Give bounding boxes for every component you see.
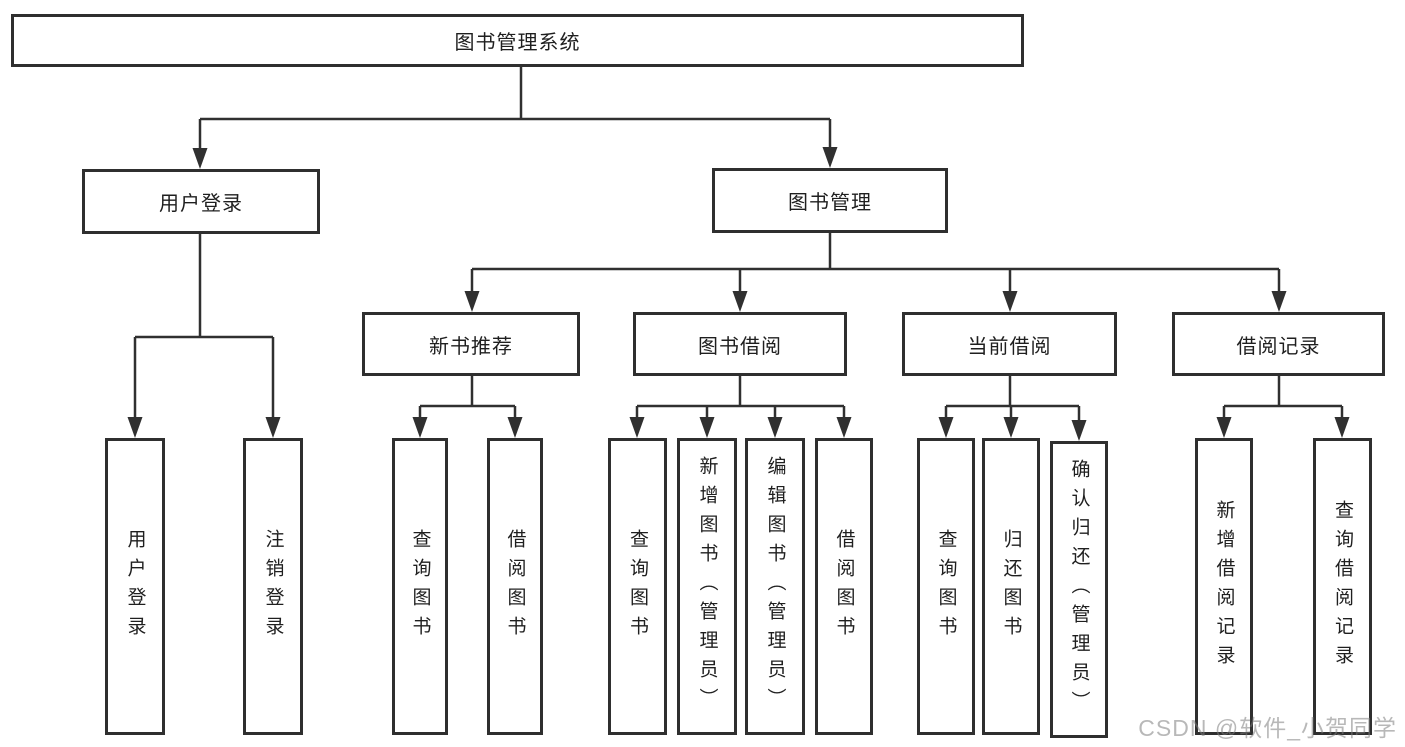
leaf-add-borrow-record: 新增借阅记录: [1195, 438, 1253, 735]
leaf-borrow-books-newrec: 借阅图书: [487, 438, 543, 735]
leaf-logout: 注销登录: [243, 438, 303, 735]
leaf-add-books-admin: 新增图书（管理员）: [677, 438, 737, 735]
leaf-edit-books-admin: 编辑图书（管理员）: [745, 438, 805, 735]
node-label: 确认归还（管理员）: [1068, 459, 1090, 720]
node-label: 借阅记录: [1236, 335, 1321, 358]
node-book-borrowing: 图书借阅: [633, 312, 847, 376]
node-label: 查询图书: [627, 528, 648, 645]
node-current-borrowing: 当前借阅: [902, 312, 1117, 376]
node-label: 编辑图书（管理员）: [764, 456, 786, 717]
node-label: 归还图书: [1000, 528, 1022, 645]
node-label: 新书推荐: [429, 335, 513, 358]
node-new-book-recommendation: 新书推荐: [362, 312, 580, 376]
node-borrowing-records: 借阅记录: [1172, 312, 1385, 376]
leaf-confirm-return-admin: 确认归还（管理员）: [1050, 441, 1108, 738]
node-label: 借阅图书: [504, 528, 526, 645]
leaf-query-borrow-record: 查询借阅记录: [1313, 438, 1372, 735]
node-library-management-system: 图书管理系统: [11, 14, 1024, 67]
node-label: 图书管理: [788, 192, 872, 214]
leaf-query-books-newrec: 查询图书: [392, 438, 448, 735]
leaf-query-books-borrow: 查询图书: [608, 438, 667, 735]
leaf-query-books-current: 查询图书: [917, 438, 975, 735]
node-label: 图书借阅: [698, 335, 782, 358]
node-label: 新增图书（管理员）: [696, 456, 718, 717]
node-label: 用户登录: [159, 193, 243, 215]
node-label: 注销登录: [262, 528, 284, 645]
node-label: 查询图书: [935, 528, 957, 645]
node-label: 当前借阅: [967, 335, 1052, 358]
node-user-login: 用户登录: [82, 169, 320, 234]
node-label: 借阅图书: [833, 528, 855, 645]
node-label: 查询图书: [409, 528, 431, 645]
leaf-user-login: 用户登录: [105, 438, 165, 735]
node-label: 新增借阅记录: [1213, 499, 1235, 674]
node-book-management: 图书管理: [712, 168, 948, 233]
leaf-return-books: 归还图书: [982, 438, 1040, 735]
leaf-borrow-books: 借阅图书: [815, 438, 873, 735]
node-label: 图书管理系统: [454, 32, 581, 54]
node-label: 用户登录: [124, 528, 146, 645]
node-label: 查询借阅记录: [1332, 499, 1353, 674]
csdn-watermark: CSDN @软件_小贺同学: [1138, 715, 1397, 741]
arrowheads: [127, 147, 1350, 441]
